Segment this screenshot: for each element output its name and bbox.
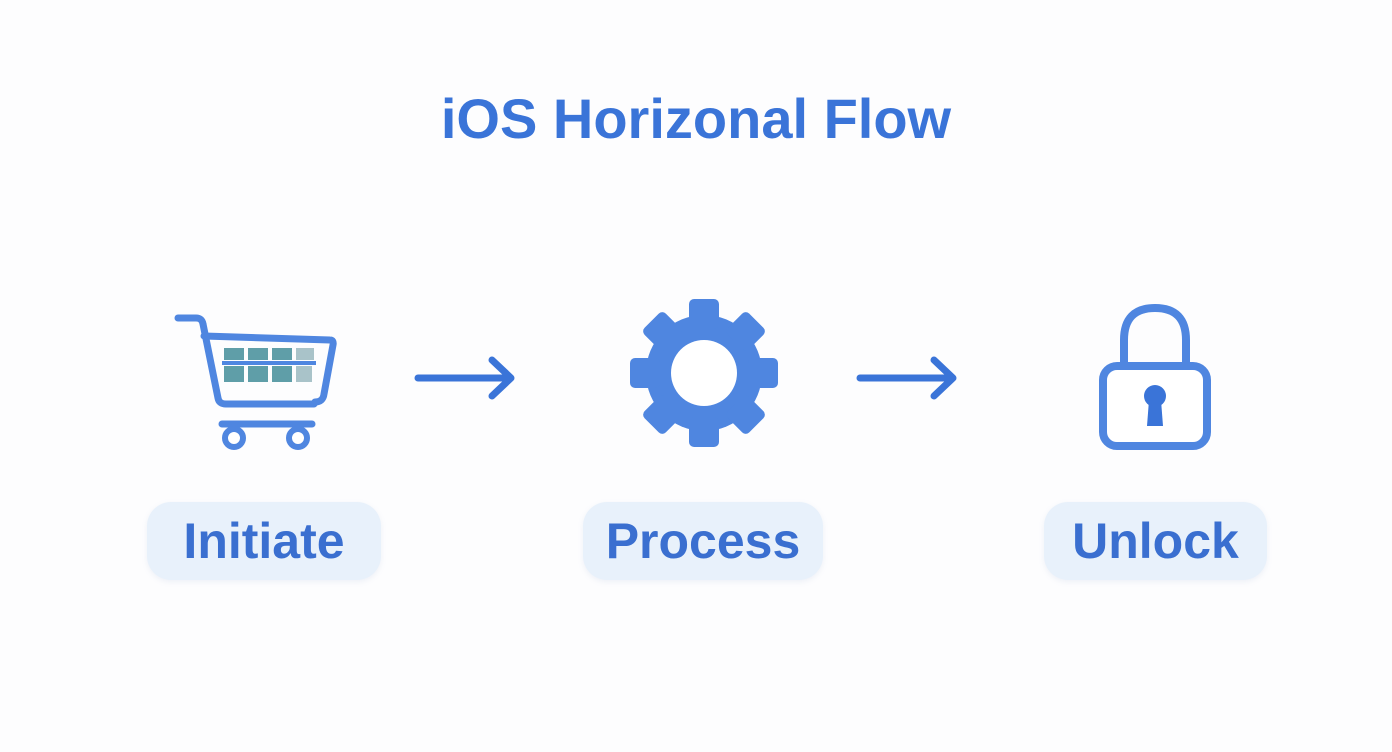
- step-label-initiate: Initiate: [147, 502, 381, 580]
- step-label-unlock: Unlock: [1044, 502, 1267, 580]
- arrow-right-icon: [412, 352, 520, 409]
- gear-icon: [628, 298, 780, 448]
- diagram-title: iOS Horizonal Flow: [440, 87, 952, 150]
- padlock-icon: [1096, 300, 1214, 454]
- step-label-process: Process: [583, 502, 823, 580]
- shopping-cart-icon: [172, 310, 338, 452]
- arrow-right-icon: [854, 352, 962, 409]
